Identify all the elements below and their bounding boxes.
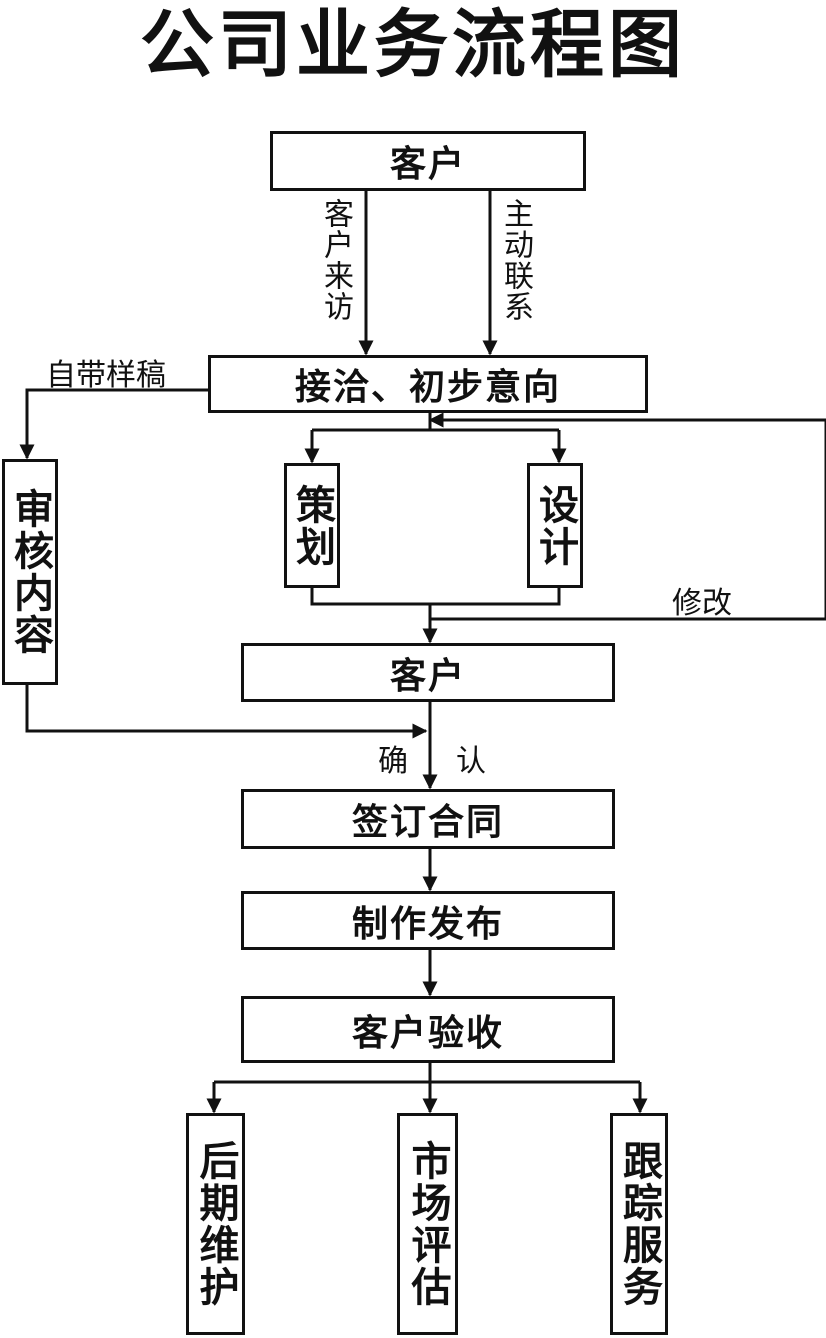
node-reception: 接洽、初步意向 (208, 355, 648, 413)
label-revise: 修改 (672, 586, 732, 621)
label-visit: 客户来访 (318, 198, 353, 322)
node-review: 审核内容 (2, 459, 58, 685)
node-customer-top: 客户 (270, 131, 586, 191)
node-customer-mid: 客户 (241, 643, 615, 702)
edge-planning-merge (310, 587, 561, 606)
node-planning: 策划 (284, 463, 340, 588)
node-maintenance: 后期维护 (186, 1113, 245, 1335)
node-acceptance: 客户验收 (241, 996, 615, 1063)
node-market: 市场评估 (397, 1113, 458, 1335)
edge-sample (19, 388, 210, 460)
edge-revise (428, 412, 826, 621)
node-contract: 签订合同 (241, 789, 615, 849)
node-production: 制作发布 (241, 891, 615, 950)
label-sample: 自带样稿 (46, 358, 166, 393)
node-design: 设计 (527, 463, 583, 588)
label-contact: 主动联系 (498, 198, 533, 322)
label-confirm-2: 认 (456, 744, 486, 779)
node-followup: 跟踪服务 (610, 1113, 668, 1335)
edge-review-confirm (25, 684, 428, 739)
label-confirm-1: 确 (378, 744, 408, 779)
page-title: 公司业务流程图 (140, 2, 686, 88)
